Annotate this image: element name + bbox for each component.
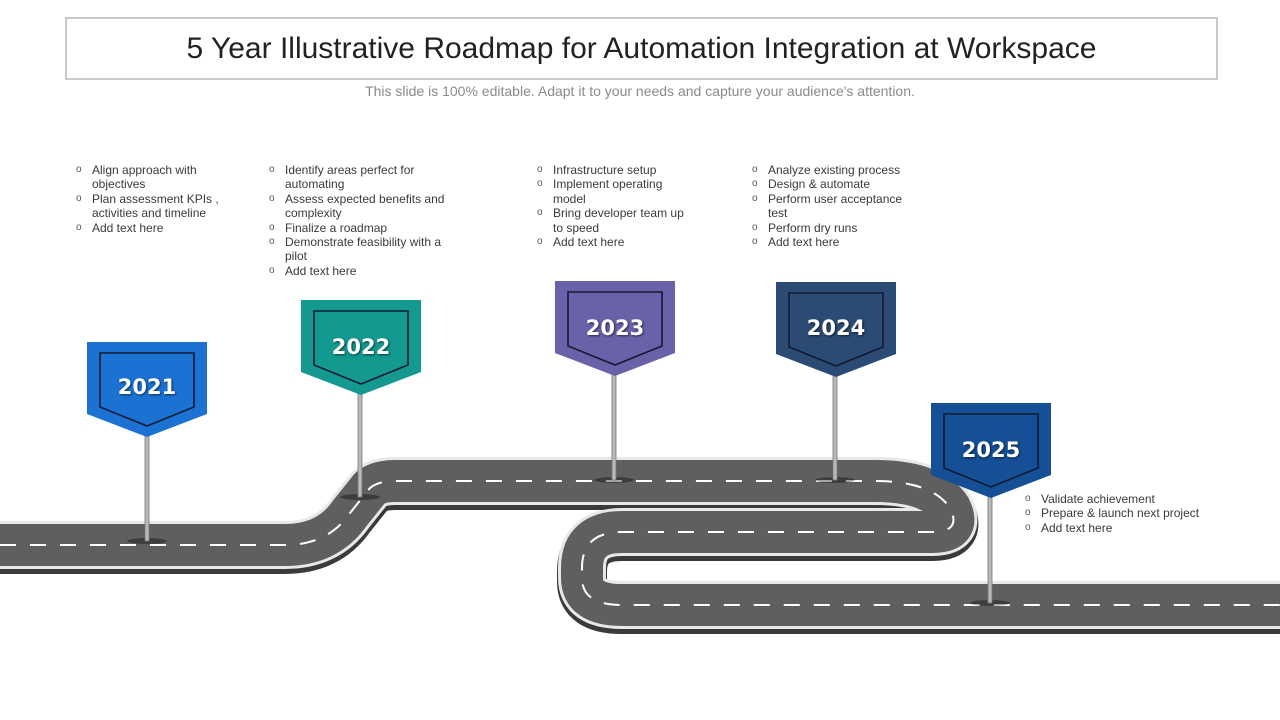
milestone-2025-list: Validate achievement Prepare & launch ne… (1025, 492, 1225, 536)
sign-shape (776, 282, 896, 377)
sign-shape (931, 403, 1051, 498)
list-item: Add text here (269, 264, 451, 279)
road-center-dashes (0, 480, 1280, 606)
list-item: Demonstrate feasibility with a pilot (269, 235, 451, 264)
sign-post (144, 434, 150, 542)
list-item: Align approach with objectives (76, 163, 226, 192)
sign-year: 2024 (806, 316, 866, 340)
sign-year: 2021 (117, 375, 177, 399)
sign-year: 2023 (585, 316, 645, 340)
sign-post (357, 392, 363, 498)
milestone-sign-2022: 2022 (301, 300, 421, 401)
list-item: Add text here (76, 221, 226, 236)
title-box: 5 Year Illustrative Roadmap for Automati… (65, 17, 1218, 80)
milestone-2021-list: Align approach with objectives Plan asse… (76, 163, 226, 235)
milestone-sign-2025: 2025 (931, 403, 1051, 504)
sign-year: 2025 (961, 438, 1021, 462)
list-item: Infrastructure setup (537, 163, 692, 178)
sign-shape (301, 300, 421, 395)
milestone-2023-list: Infrastructure setup Implement operating… (537, 163, 692, 250)
sign-shape (87, 342, 207, 437)
milestone-sign-2021: 2021 (87, 342, 207, 443)
list-item: Analyze existing process (752, 163, 912, 178)
milestone-sign-2023: 2023 (555, 281, 675, 382)
milestone-sign-2024: 2024 (776, 282, 896, 383)
list-item: Add text here (537, 235, 692, 250)
milestone-2024-list: Analyze existing process Design & automa… (752, 163, 912, 250)
list-item: Identify areas perfect for automating (269, 163, 451, 192)
list-item: Add text here (1025, 521, 1225, 536)
list-item: Add text here (752, 235, 912, 250)
list-item: Design & automate (752, 177, 912, 192)
list-item: Bring developer team up to speed (537, 206, 692, 235)
sign-post (832, 374, 838, 481)
page-title: 5 Year Illustrative Roadmap for Automati… (186, 31, 1097, 65)
sign-shape (555, 281, 675, 376)
subtitle: This slide is 100% editable. Adapt it to… (365, 83, 915, 99)
milestone-2022-list: Identify areas perfect for automating As… (269, 163, 451, 279)
list-item: Perform user acceptance test (752, 192, 912, 221)
sign-post (611, 373, 617, 481)
sign-year: 2022 (331, 335, 391, 359)
list-item: Assess expected benefits and complexity (269, 192, 451, 221)
list-item: Validate achievement (1025, 492, 1225, 507)
list-item: Plan assessment KPIs , activities and ti… (76, 192, 226, 221)
list-item: Implement operating model (537, 177, 692, 206)
list-item: Prepare & launch next project (1025, 506, 1225, 521)
sign-post (987, 495, 993, 604)
list-item: Perform dry runs (752, 221, 912, 236)
list-item: Finalize a roadmap (269, 221, 451, 236)
